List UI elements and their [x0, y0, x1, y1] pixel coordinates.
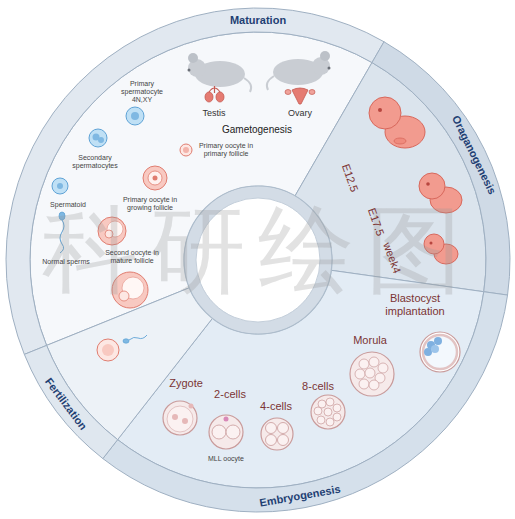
stage-label: Blastocyst implantation [380, 292, 450, 317]
stage-label: Morula [353, 334, 387, 347]
sector-heading: Oraganogenesis [449, 113, 498, 196]
sector-shape [5, 7, 386, 356]
sector-heading: Fertilization [43, 376, 90, 433]
cell-label: Primary oocyte in growing follicle [114, 196, 186, 212]
stage-sector: Maturation [5, 7, 386, 356]
sector-heading: Maturation [230, 14, 286, 27]
cell-label: Second oocyte in mature follicle [97, 249, 167, 265]
cell-label: Secondary spermatocytes [65, 154, 125, 170]
organ-label: Ovary [288, 108, 312, 118]
cell-label: Primary spermatocyte 4N,XY [112, 80, 172, 104]
stage-label: 2-cells [214, 388, 246, 401]
stage-label: 8-cells [302, 380, 334, 393]
watermark: 科研绘图 [1, 202, 515, 298]
sector-band [24, 345, 117, 458]
cell-label: MLL oocyte [208, 455, 244, 463]
process-label: Gametogenesis [222, 124, 292, 136]
sector-shape [23, 286, 214, 460]
stage-sector: Fertilization [23, 286, 214, 460]
cell-label: Spermatoid [43, 201, 93, 209]
cell-label: Primary oocyte in primary follicle [191, 142, 261, 158]
organ-label: Testis [202, 108, 225, 118]
stage-label: Zygote [169, 377, 203, 390]
cell-label: Normal sperms [41, 258, 91, 266]
stage-label: 4-cells [260, 400, 292, 413]
sector-heading: Embryogenesis [258, 483, 341, 510]
